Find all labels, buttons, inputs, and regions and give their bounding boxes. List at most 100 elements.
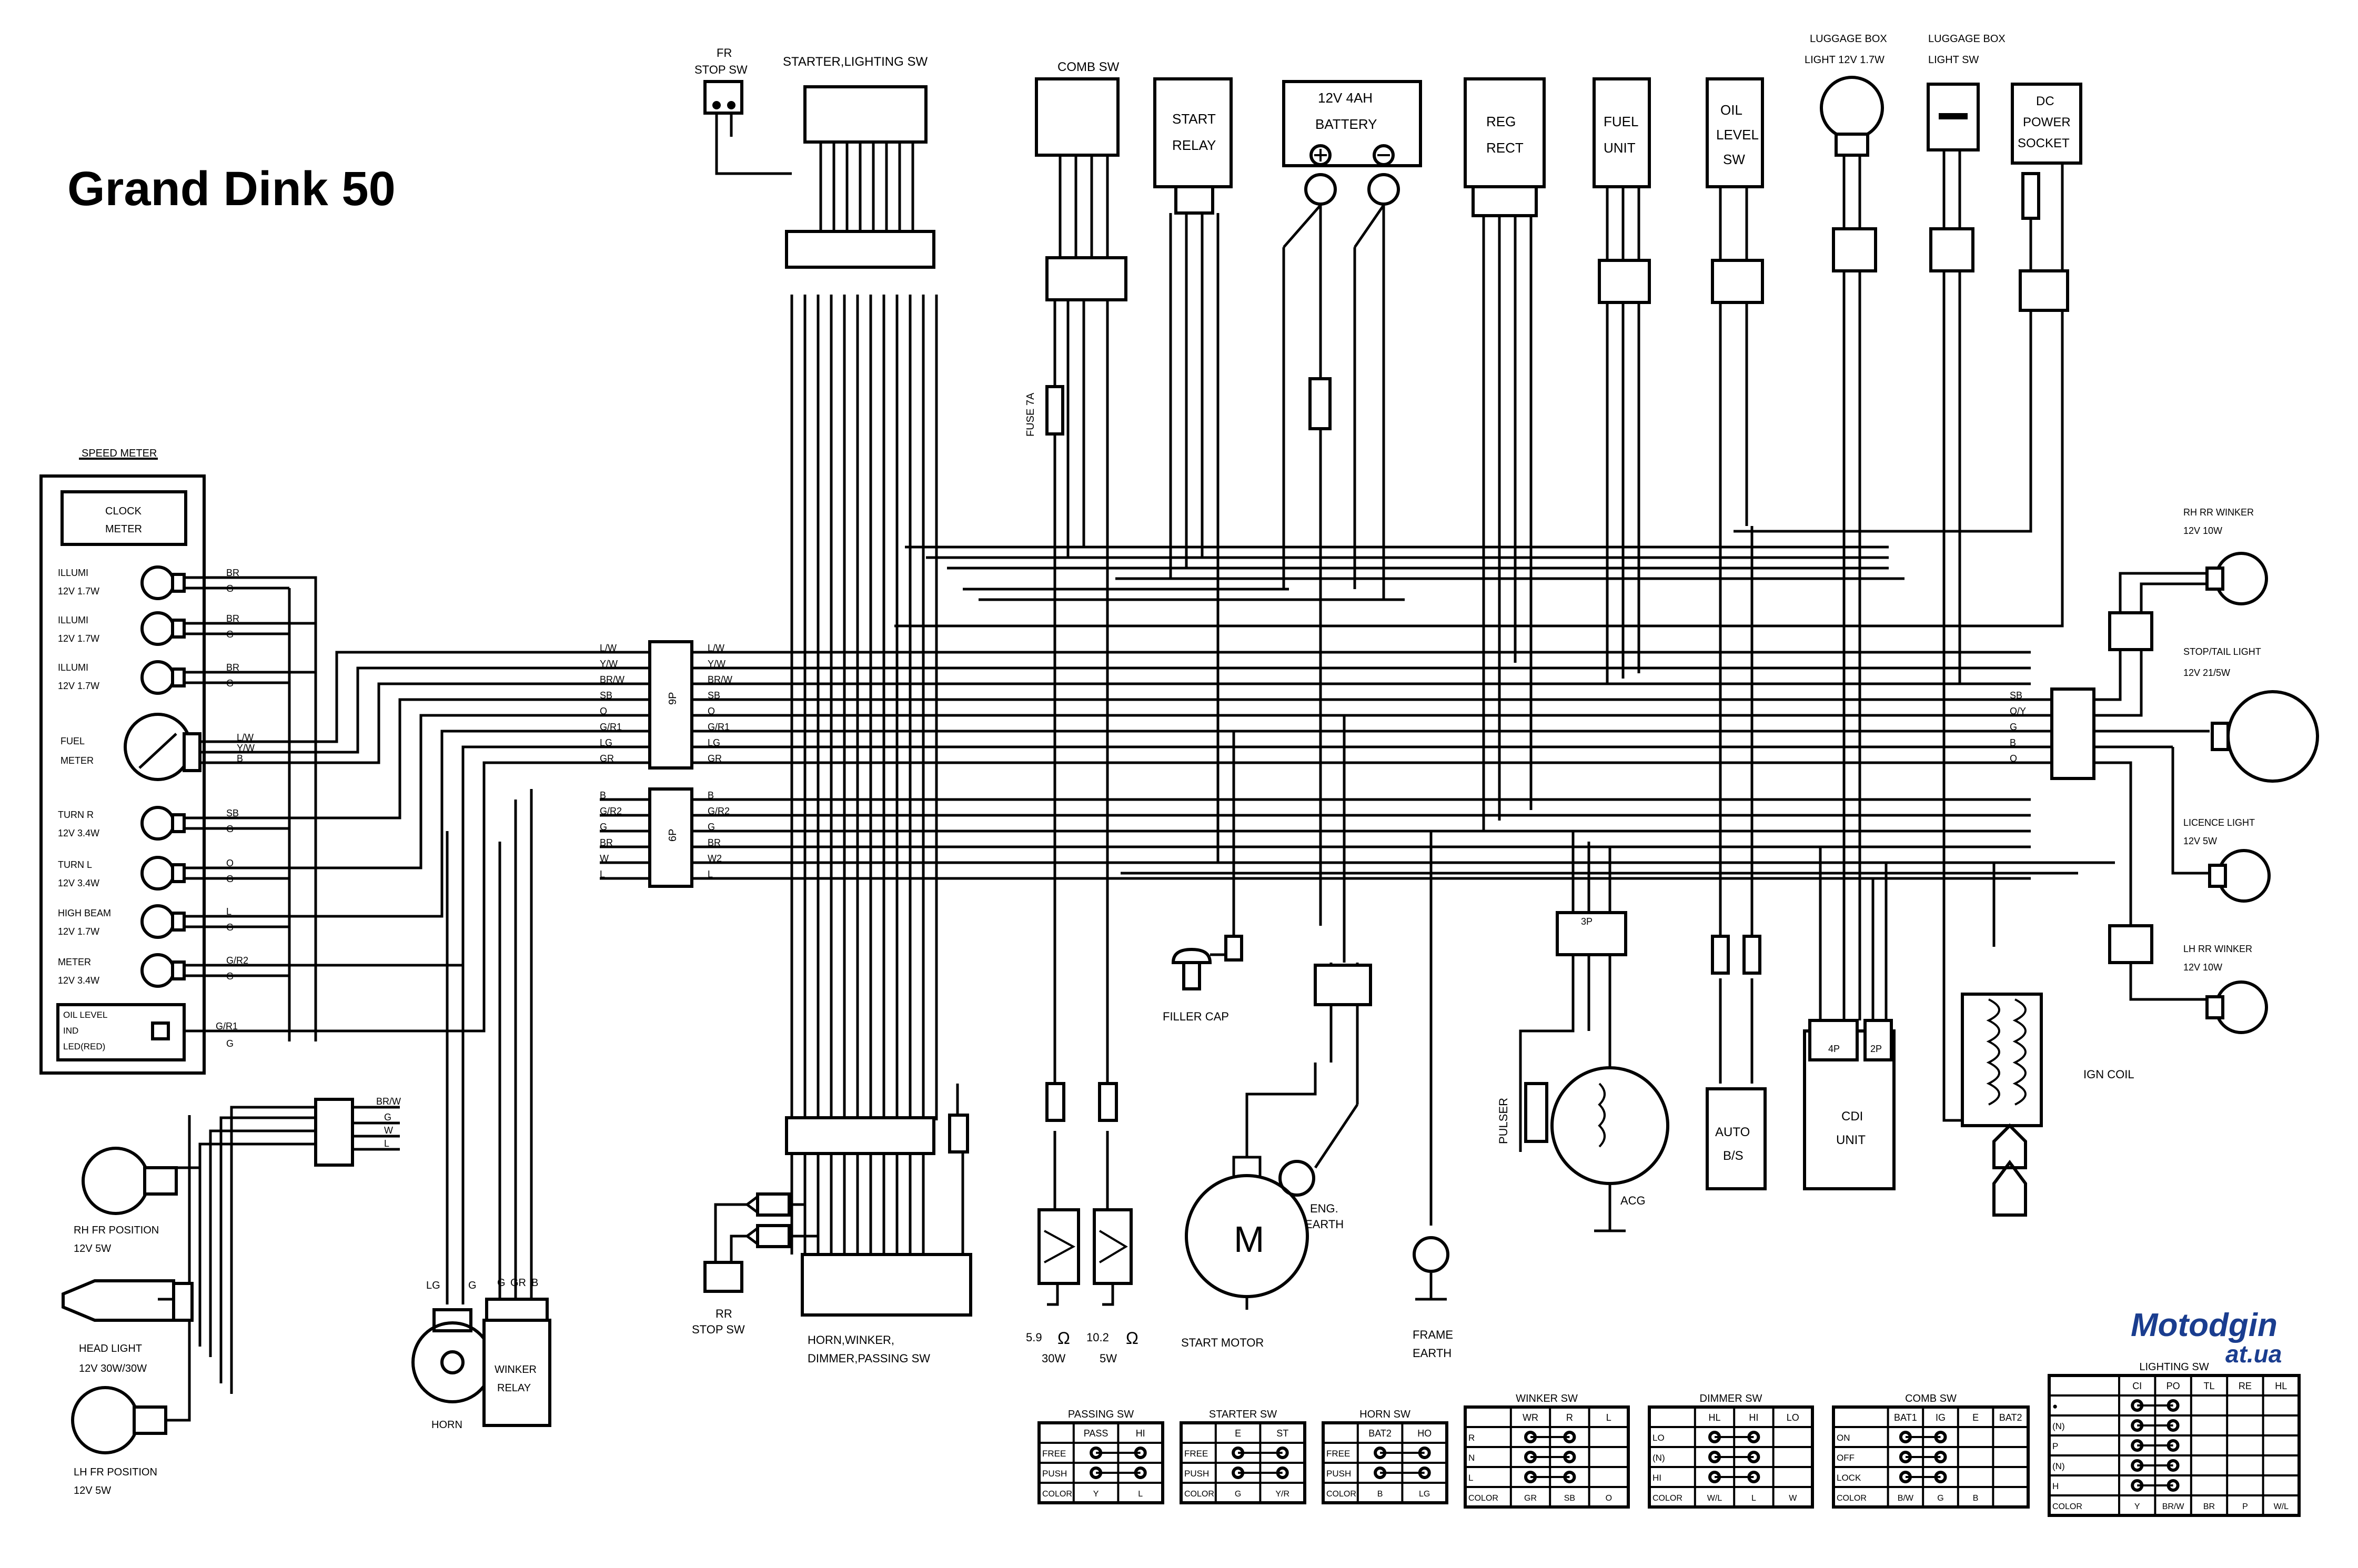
ml-3: G xyxy=(226,629,234,640)
switch-contact xyxy=(1708,1471,1721,1483)
winker-relay-label-1: WINKER xyxy=(495,1364,537,1375)
head-loom-3: L xyxy=(384,1138,389,1149)
bulb-label: ILLUMI xyxy=(58,662,88,673)
fr-stop-sw-label-2: STOP SW xyxy=(694,63,748,76)
head-light-group: BR/W G W L RH FR POSITION 12V 5W HEAD LI… xyxy=(62,1096,401,1496)
lh-fr-position-bulb xyxy=(71,1386,139,1454)
start-motor-label: START MOTOR xyxy=(1181,1336,1264,1349)
table-color-cell: Y xyxy=(1093,1490,1099,1499)
table-row-label: PUSH xyxy=(1184,1469,1209,1479)
table-row-label: HI xyxy=(1652,1473,1661,1483)
bulb-label: 12V 1.7W xyxy=(58,633,99,644)
connector-6p-label: 6P xyxy=(667,829,679,842)
filler-cap: FILLER CAP xyxy=(1163,731,1243,1023)
switch-contact xyxy=(1232,1466,1245,1479)
bulb-label: METER xyxy=(58,957,91,967)
ml-2: BR xyxy=(226,613,239,624)
oil-level-label-3: SW xyxy=(1723,151,1745,167)
rr-stop-label-2: STOP SW xyxy=(692,1323,745,1336)
resistor1-ohm: Ω xyxy=(1057,1329,1070,1348)
meter-bulb-illumi-2: ILLUMI 12V 1.7W xyxy=(58,611,186,646)
switch-contact xyxy=(2131,1479,2144,1492)
hr-4: O xyxy=(708,706,715,716)
switch-contact xyxy=(2166,1399,2180,1412)
table-color-cell: G xyxy=(1937,1494,1943,1503)
ml-14: G xyxy=(226,922,234,933)
fuel-meter-label: METER xyxy=(61,755,94,766)
resistor1-value: 5.9 xyxy=(1026,1331,1042,1344)
clock-meter xyxy=(61,490,187,546)
connector-4p-label: 4P xyxy=(1828,1044,1840,1054)
rear-connector xyxy=(2050,687,2095,780)
hr-6: LG xyxy=(708,737,720,748)
table-row-label: ON xyxy=(1837,1433,1850,1443)
switch-contact xyxy=(1934,1431,1947,1443)
winker-relay: G GR B WINKER RELAY xyxy=(482,789,551,1427)
switch-contact xyxy=(2166,1479,2180,1492)
comb-sw-connector xyxy=(1045,256,1127,301)
fr-stop-sw-label-1: FR xyxy=(717,46,732,59)
hr-10: G xyxy=(708,822,715,832)
table-header-cell: CI xyxy=(2132,1381,2142,1391)
oil-level-switch: OIL LEVEL SW xyxy=(1706,77,1764,736)
table-header-cell: BAT1 xyxy=(1894,1412,1917,1423)
table-color-cell: W/L xyxy=(1707,1494,1722,1503)
speed-meter-label: SPEED METER xyxy=(82,448,157,459)
table-border xyxy=(2048,1374,2301,1517)
table-header-cell: RE xyxy=(2239,1381,2252,1391)
horn: LG G HORN xyxy=(411,821,493,1431)
table-color-cell: BR/W xyxy=(2162,1502,2185,1511)
table-row-label: LO xyxy=(1652,1433,1665,1443)
ml-17: G/R1 xyxy=(216,1021,238,1031)
switch-table-title: COMB SW xyxy=(1905,1393,1957,1404)
connector-9p xyxy=(648,640,693,770)
switch-contact xyxy=(1563,1471,1576,1483)
auto-bs: AUTO B/S xyxy=(1706,526,1767,1190)
hr-0: L/W xyxy=(708,643,724,653)
fuse-battery xyxy=(1308,377,1332,430)
horn-switches-label-1: HORN,WINKER, xyxy=(808,1333,894,1347)
table-header-cell: PASS xyxy=(1084,1428,1109,1439)
watermark-line2: at.ua xyxy=(2225,1340,2282,1368)
hr-2: BR/W xyxy=(708,674,732,685)
oil-level-label-1: OIL xyxy=(1720,102,1742,118)
horn-wire-0: LG xyxy=(426,1280,440,1291)
meter-bulb-meter: METER 12V 3.4W xyxy=(58,953,186,988)
bulb-label: 12V 3.4W xyxy=(58,878,99,888)
head-light-label-1: HEAD LIGHT xyxy=(79,1343,142,1354)
hl-10: G xyxy=(600,822,607,832)
main-connectors: 9P 6P xyxy=(600,640,731,888)
hr-13: L xyxy=(708,869,713,879)
meter-bulb-high-beam: HIGH BEAM 12V 1.7W xyxy=(58,904,186,939)
horn-body xyxy=(411,1321,493,1403)
start-relay-label-2: RELAY xyxy=(1172,137,1216,153)
switch-contact xyxy=(1563,1451,1576,1463)
switch-contact xyxy=(1090,1446,1103,1459)
battery-label-2: BATTERY xyxy=(1315,116,1377,132)
starter-lighting-connector-upper xyxy=(785,230,935,269)
start-relay-label-1: START xyxy=(1172,111,1216,127)
table-header-cell: E xyxy=(1235,1428,1241,1439)
table-color-cell: G xyxy=(1235,1490,1241,1499)
cdi-label-1: CDI xyxy=(1841,1109,1863,1124)
cdi-label-2: UNIT xyxy=(1836,1133,1866,1147)
switch-contact xyxy=(1747,1451,1760,1463)
ml-11: O xyxy=(226,858,234,868)
ml-13: L xyxy=(226,906,231,917)
switch-contact xyxy=(1418,1466,1431,1479)
horn-label: HORN xyxy=(431,1419,462,1431)
head-loom-1: G xyxy=(384,1112,391,1122)
table-color-cell: B/W xyxy=(1898,1494,1914,1503)
comb-sw-label: COMB SW xyxy=(1057,60,1120,74)
switch-contact xyxy=(1899,1471,1912,1483)
connector-2p-label: 2P xyxy=(1870,1044,1882,1054)
fuel-meter-label: FUEL xyxy=(61,736,85,746)
table-color-cell: BR xyxy=(2203,1502,2215,1511)
central-harness xyxy=(785,121,938,1155)
oil-level-indicator: OIL LEVEL IND LED(RED) xyxy=(56,1003,186,1061)
hl-11: BR xyxy=(600,837,613,848)
switch-table-title: STARTER SW xyxy=(1209,1409,1277,1420)
hl-4: O xyxy=(600,706,607,716)
